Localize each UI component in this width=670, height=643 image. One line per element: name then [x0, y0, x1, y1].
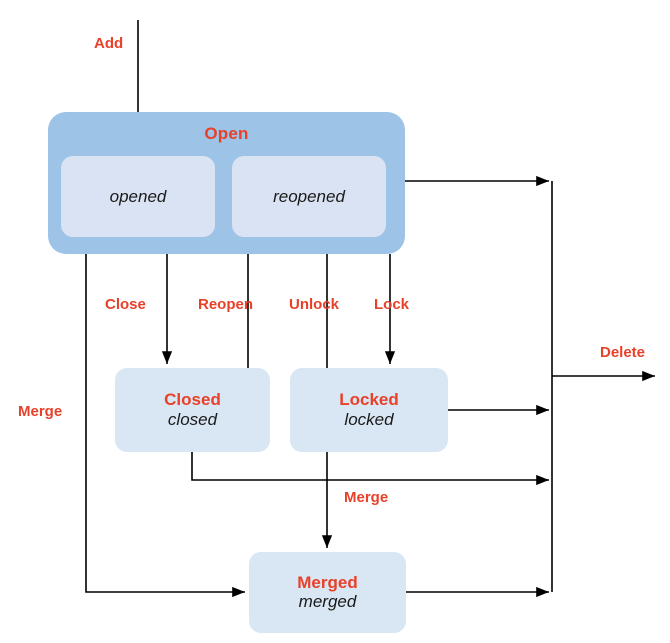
state-closed-value: closed	[167, 409, 218, 429]
edge-closed-to-delete	[191, 452, 549, 486]
state-closed-name: Closed	[164, 390, 221, 410]
state-group-open-label: Open	[204, 124, 249, 143]
substate-reopened[interactable]: reopened	[232, 156, 386, 237]
state-locked-value: locked	[344, 409, 394, 429]
edge-label-merge-locked: Merge	[344, 489, 389, 506]
edge-merge-open	[85, 254, 245, 598]
state-merged-value: merged	[298, 592, 357, 612]
substate-opened-value: opened	[109, 186, 167, 206]
substate-reopened-value: reopened	[273, 186, 345, 206]
edge-label-lock: Lock	[374, 296, 410, 313]
edge-label-merge-open: Merge	[18, 403, 63, 420]
edge-label-add: Add	[94, 35, 124, 52]
state-merged-name: Merged	[297, 572, 358, 592]
state-locked-name: Locked	[339, 390, 399, 410]
state-locked[interactable]: Locked locked	[290, 368, 448, 452]
edge-label-delete: Delete	[600, 344, 646, 361]
state-merged[interactable]: Merged merged	[249, 552, 406, 633]
edge-label-close: Close	[105, 296, 146, 313]
state-closed[interactable]: Closed closed	[115, 368, 270, 452]
edge-label-unlock: Unlock	[289, 296, 340, 313]
edge-label-reopen: Reopen	[198, 296, 254, 313]
substate-opened[interactable]: opened	[61, 156, 215, 237]
